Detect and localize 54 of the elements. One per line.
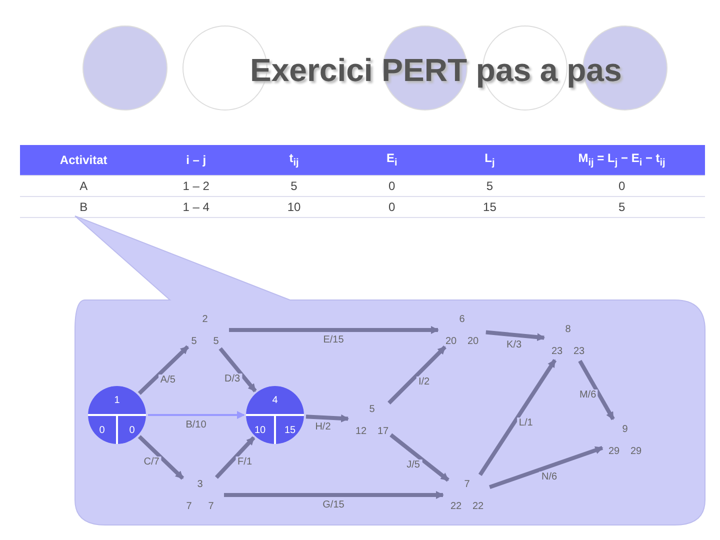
arrow — [306, 414, 350, 422]
edge-label: N/6 — [540, 471, 560, 482]
arrow — [486, 330, 546, 342]
event-number: 5 — [368, 402, 376, 416]
arrow — [148, 411, 245, 419]
event-time: 22 — [449, 500, 463, 514]
edge-label: B/10 — [184, 420, 208, 430]
event-number: 6 — [458, 312, 466, 326]
edge-label: D/3 — [222, 373, 242, 384]
arrow — [388, 346, 446, 404]
event-time: 22 — [471, 500, 485, 514]
event-time: 7 — [207, 500, 215, 514]
edge-label: A/5 — [158, 374, 178, 386]
event-number: 3 — [196, 478, 204, 492]
column-header: M$_{ij}$ = L$_{j}$ − E$_{i}$ − t$_{ij}$ — [538, 145, 705, 176]
column-header: i – j — [147, 145, 246, 176]
event-time: 5 — [212, 334, 220, 348]
edge-label: C/7 — [142, 456, 162, 468]
arrow — [390, 433, 450, 482]
event-time: 5 — [190, 334, 198, 348]
event-number: 9 — [621, 422, 629, 436]
slide-title: Exercici PERT pas a pas — [250, 52, 622, 89]
column-header: L$_{j}$ — [440, 145, 539, 176]
arrow — [224, 491, 444, 499]
arrow — [478, 359, 557, 476]
event-number: 2 — [201, 312, 209, 326]
column-header: Activitat — [20, 145, 148, 176]
arrow — [214, 436, 256, 479]
event-time: 29 — [629, 444, 643, 458]
column-header: E$_{i}$ — [342, 145, 441, 176]
event-time: 20 — [444, 334, 458, 348]
edge-label: J/5 — [404, 460, 422, 471]
column-header: t$_{ij}$ — [245, 145, 343, 176]
edge-label: G/15 — [320, 500, 346, 510]
event-time: 7 — [185, 500, 193, 514]
event-number: 8 — [564, 322, 572, 336]
event-time: 17 — [376, 424, 390, 438]
edge-label: F/1 — [236, 456, 254, 468]
event-time: 23 — [572, 344, 586, 358]
arrow — [489, 446, 604, 489]
arrow — [218, 347, 257, 392]
arrow — [138, 435, 184, 480]
event-time: 23 — [550, 344, 564, 358]
event-number: 7 — [463, 478, 471, 492]
arrow — [578, 360, 615, 420]
edge-label: I/2 — [416, 376, 432, 388]
edge-label: E/15 — [321, 334, 346, 346]
event-time: 12 — [354, 424, 368, 438]
arrow — [229, 326, 439, 334]
event-time: 20 — [466, 334, 480, 348]
arrow — [138, 345, 190, 395]
edge-label: K/3 — [504, 339, 524, 350]
edge-label: H/2 — [313, 422, 333, 433]
event-time: 29 — [607, 444, 621, 458]
